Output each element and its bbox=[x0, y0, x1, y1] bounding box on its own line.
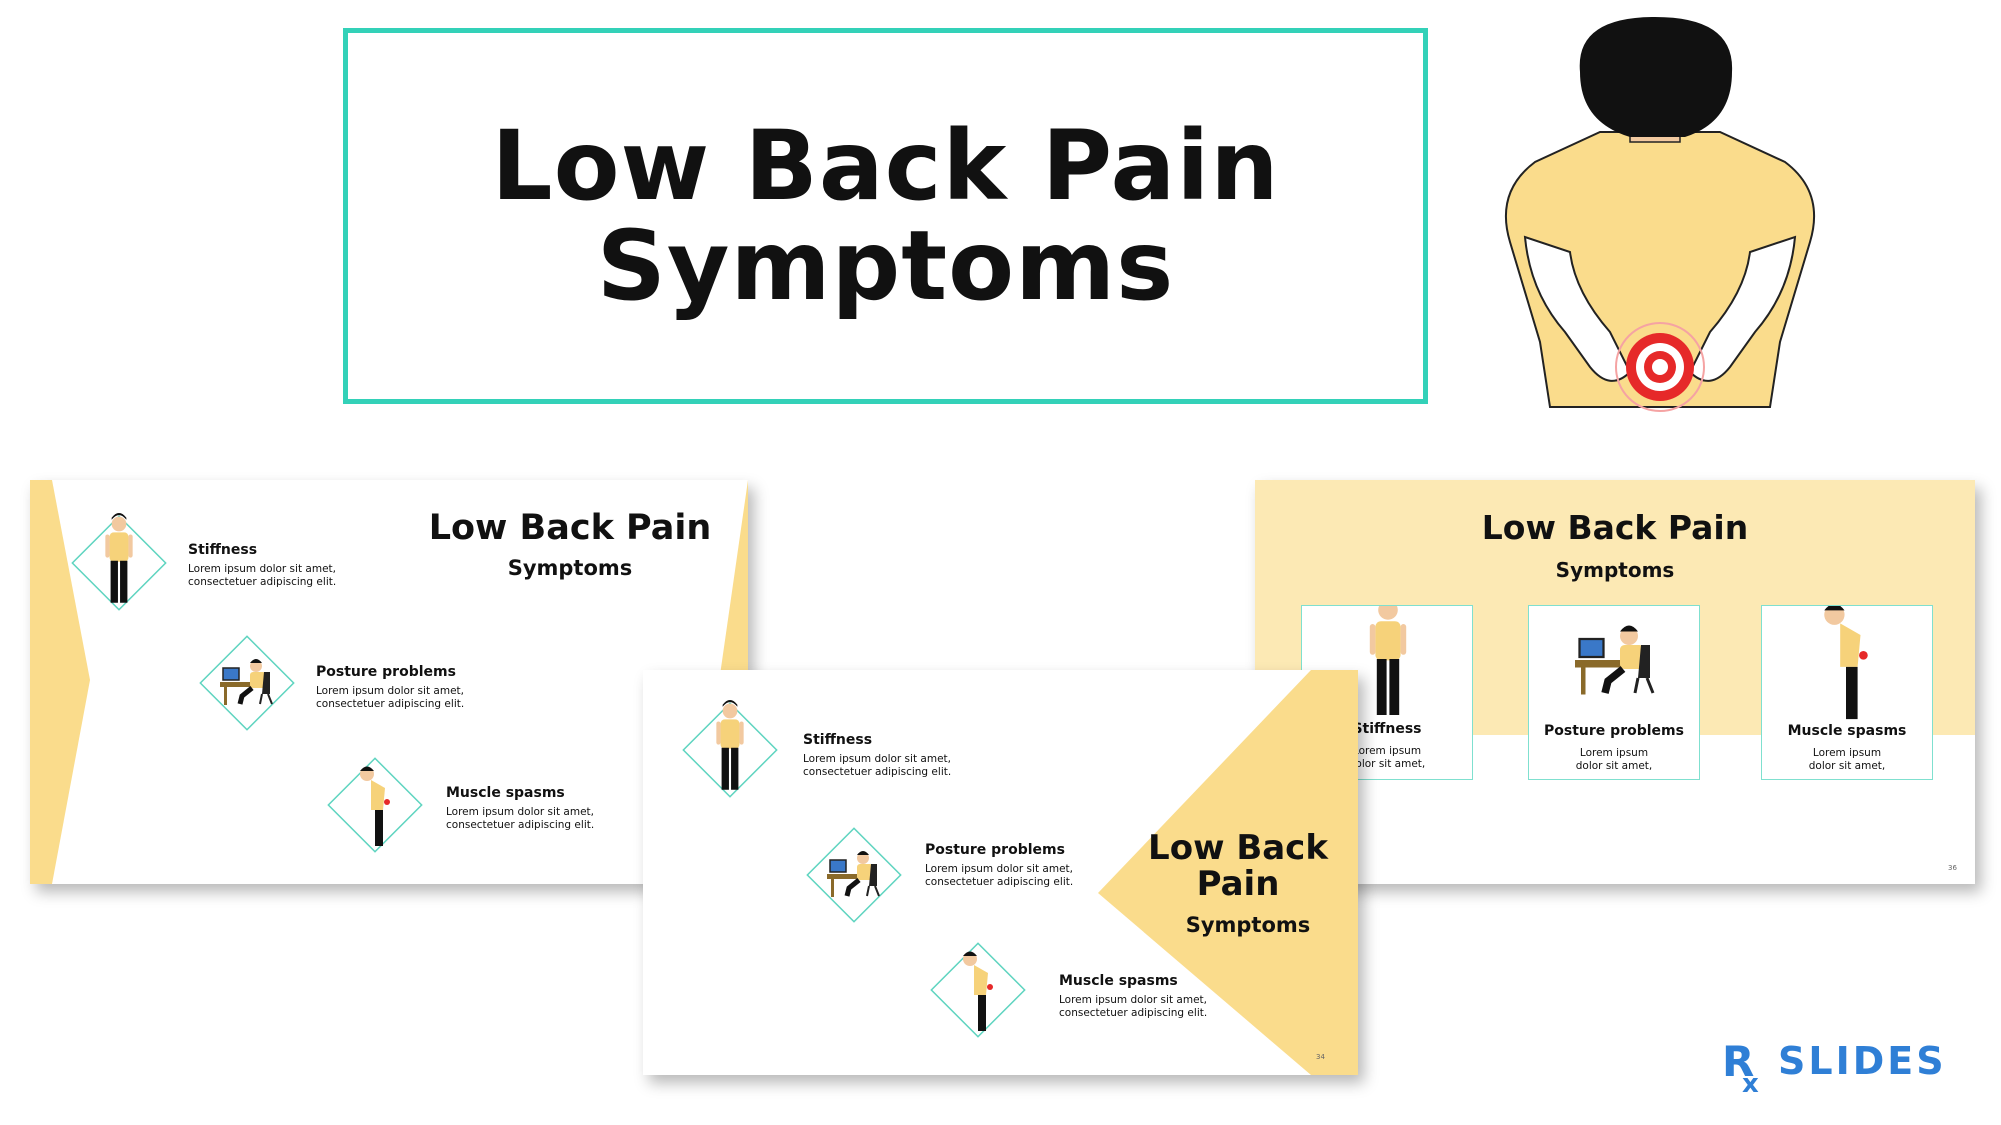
slide-c-page-number: 36 bbox=[1948, 864, 1957, 872]
slide-b-item2-text: Lorem ipsum dolor sit amet, consectetuer… bbox=[925, 863, 1074, 888]
slide-c-card1-text2: dolor sit amet, bbox=[1348, 758, 1426, 770]
slide-c-title: Low Back Pain bbox=[1481, 508, 1749, 547]
slide-a-title: Low Back Pain bbox=[428, 508, 712, 548]
slide-b-item3-text: Lorem ipsum dolor sit amet, consectetuer… bbox=[1059, 994, 1208, 1019]
yellow-diamond-shape bbox=[1098, 670, 1358, 1075]
slide-b-subtitle: Symptoms bbox=[1185, 913, 1311, 937]
slide-c-card2-text2: dolor sit amet, bbox=[1575, 760, 1653, 772]
posture-icon bbox=[1565, 611, 1665, 716]
slide-c-card1-text1: Lorem ipsum bbox=[1352, 745, 1422, 757]
slide-c-card3-title: Muscle spasms bbox=[1787, 723, 1907, 739]
slide-a-item3-text: Lorem ipsum dolor sit amet, consectetuer… bbox=[446, 806, 595, 831]
rx-slides-logo: R x SLIDES bbox=[1722, 1037, 1947, 1092]
slide-b-item3-title: Muscle spasms bbox=[1059, 973, 1178, 989]
slide-c-card3-text1: Lorem ipsum bbox=[1812, 747, 1882, 759]
main-title-line1: Low Back Pain bbox=[491, 110, 1280, 222]
muscle-spasm-icon bbox=[1824, 606, 1868, 720]
slide-b-item1-title: Stiffness bbox=[803, 732, 873, 748]
slide-a-subtitle: Symptoms bbox=[507, 556, 633, 580]
slide-a-item1-title: Stiffness bbox=[188, 542, 258, 558]
muscle-spasm-icon bbox=[930, 942, 1026, 1038]
posture-icon bbox=[199, 635, 295, 731]
slide-a-item1-text: Lorem ipsum dolor sit amet, consectetuer… bbox=[188, 563, 337, 588]
slide-c-card-posture: Posture problems Lorem ipsum dolor sit a… bbox=[1528, 605, 1700, 780]
slide-b-item1-text: Lorem ipsum dolor sit amet, consectetuer… bbox=[803, 753, 952, 778]
svg-text:x: x bbox=[1742, 1069, 1759, 1092]
slide-c-card3-text2: dolor sit amet, bbox=[1808, 760, 1886, 772]
slide-a-item2-text: Lorem ipsum dolor sit amet, consectetuer… bbox=[316, 685, 465, 710]
slide-b-title-line1: Low Back bbox=[1148, 828, 1328, 868]
back-pain-illustration bbox=[1504, 17, 1816, 412]
slide-a-item3-title: Muscle spasms bbox=[446, 785, 565, 801]
main-title-line2: Symptoms bbox=[596, 210, 1175, 322]
slide-preview-center[interactable]: Low Back Pain Symptoms Stiffness Lorem i… bbox=[643, 670, 1358, 1075]
main-title-box: Low Back Pain Symptoms bbox=[343, 28, 1428, 404]
slide-b-page-number: 34 bbox=[1316, 1053, 1325, 1061]
slide-b-item2-title: Posture problems bbox=[925, 842, 1065, 858]
slide-a-item2-title: Posture problems bbox=[316, 664, 456, 680]
slide-preview-left[interactable]: Low Back Pain Symptoms Stiffness Lorem i… bbox=[30, 480, 748, 884]
slide-preview-right[interactable]: Low Back Pain Symptoms Stiffness Lorem i… bbox=[1255, 480, 1975, 884]
svg-text:R: R bbox=[1722, 1037, 1754, 1086]
slide-b-title-line2: Pain bbox=[1196, 864, 1280, 904]
pain-target-icon bbox=[1615, 322, 1705, 412]
posture-icon bbox=[806, 827, 902, 923]
slide-c-card1-title: Stiffness bbox=[1352, 721, 1422, 737]
muscle-spasm-icon bbox=[327, 757, 423, 853]
slide-c-card-spasms: Muscle spasms Lorem ipsum dolor sit amet… bbox=[1761, 605, 1933, 780]
stiffness-icon bbox=[71, 512, 167, 611]
slide-c-card2-title: Posture problems bbox=[1544, 723, 1684, 739]
svg-text:SLIDES: SLIDES bbox=[1778, 1039, 1947, 1083]
slide-c-card2-text1: Lorem ipsum bbox=[1579, 747, 1649, 759]
slide-c-subtitle: Symptoms bbox=[1555, 558, 1675, 582]
stiffness-icon bbox=[682, 699, 778, 798]
